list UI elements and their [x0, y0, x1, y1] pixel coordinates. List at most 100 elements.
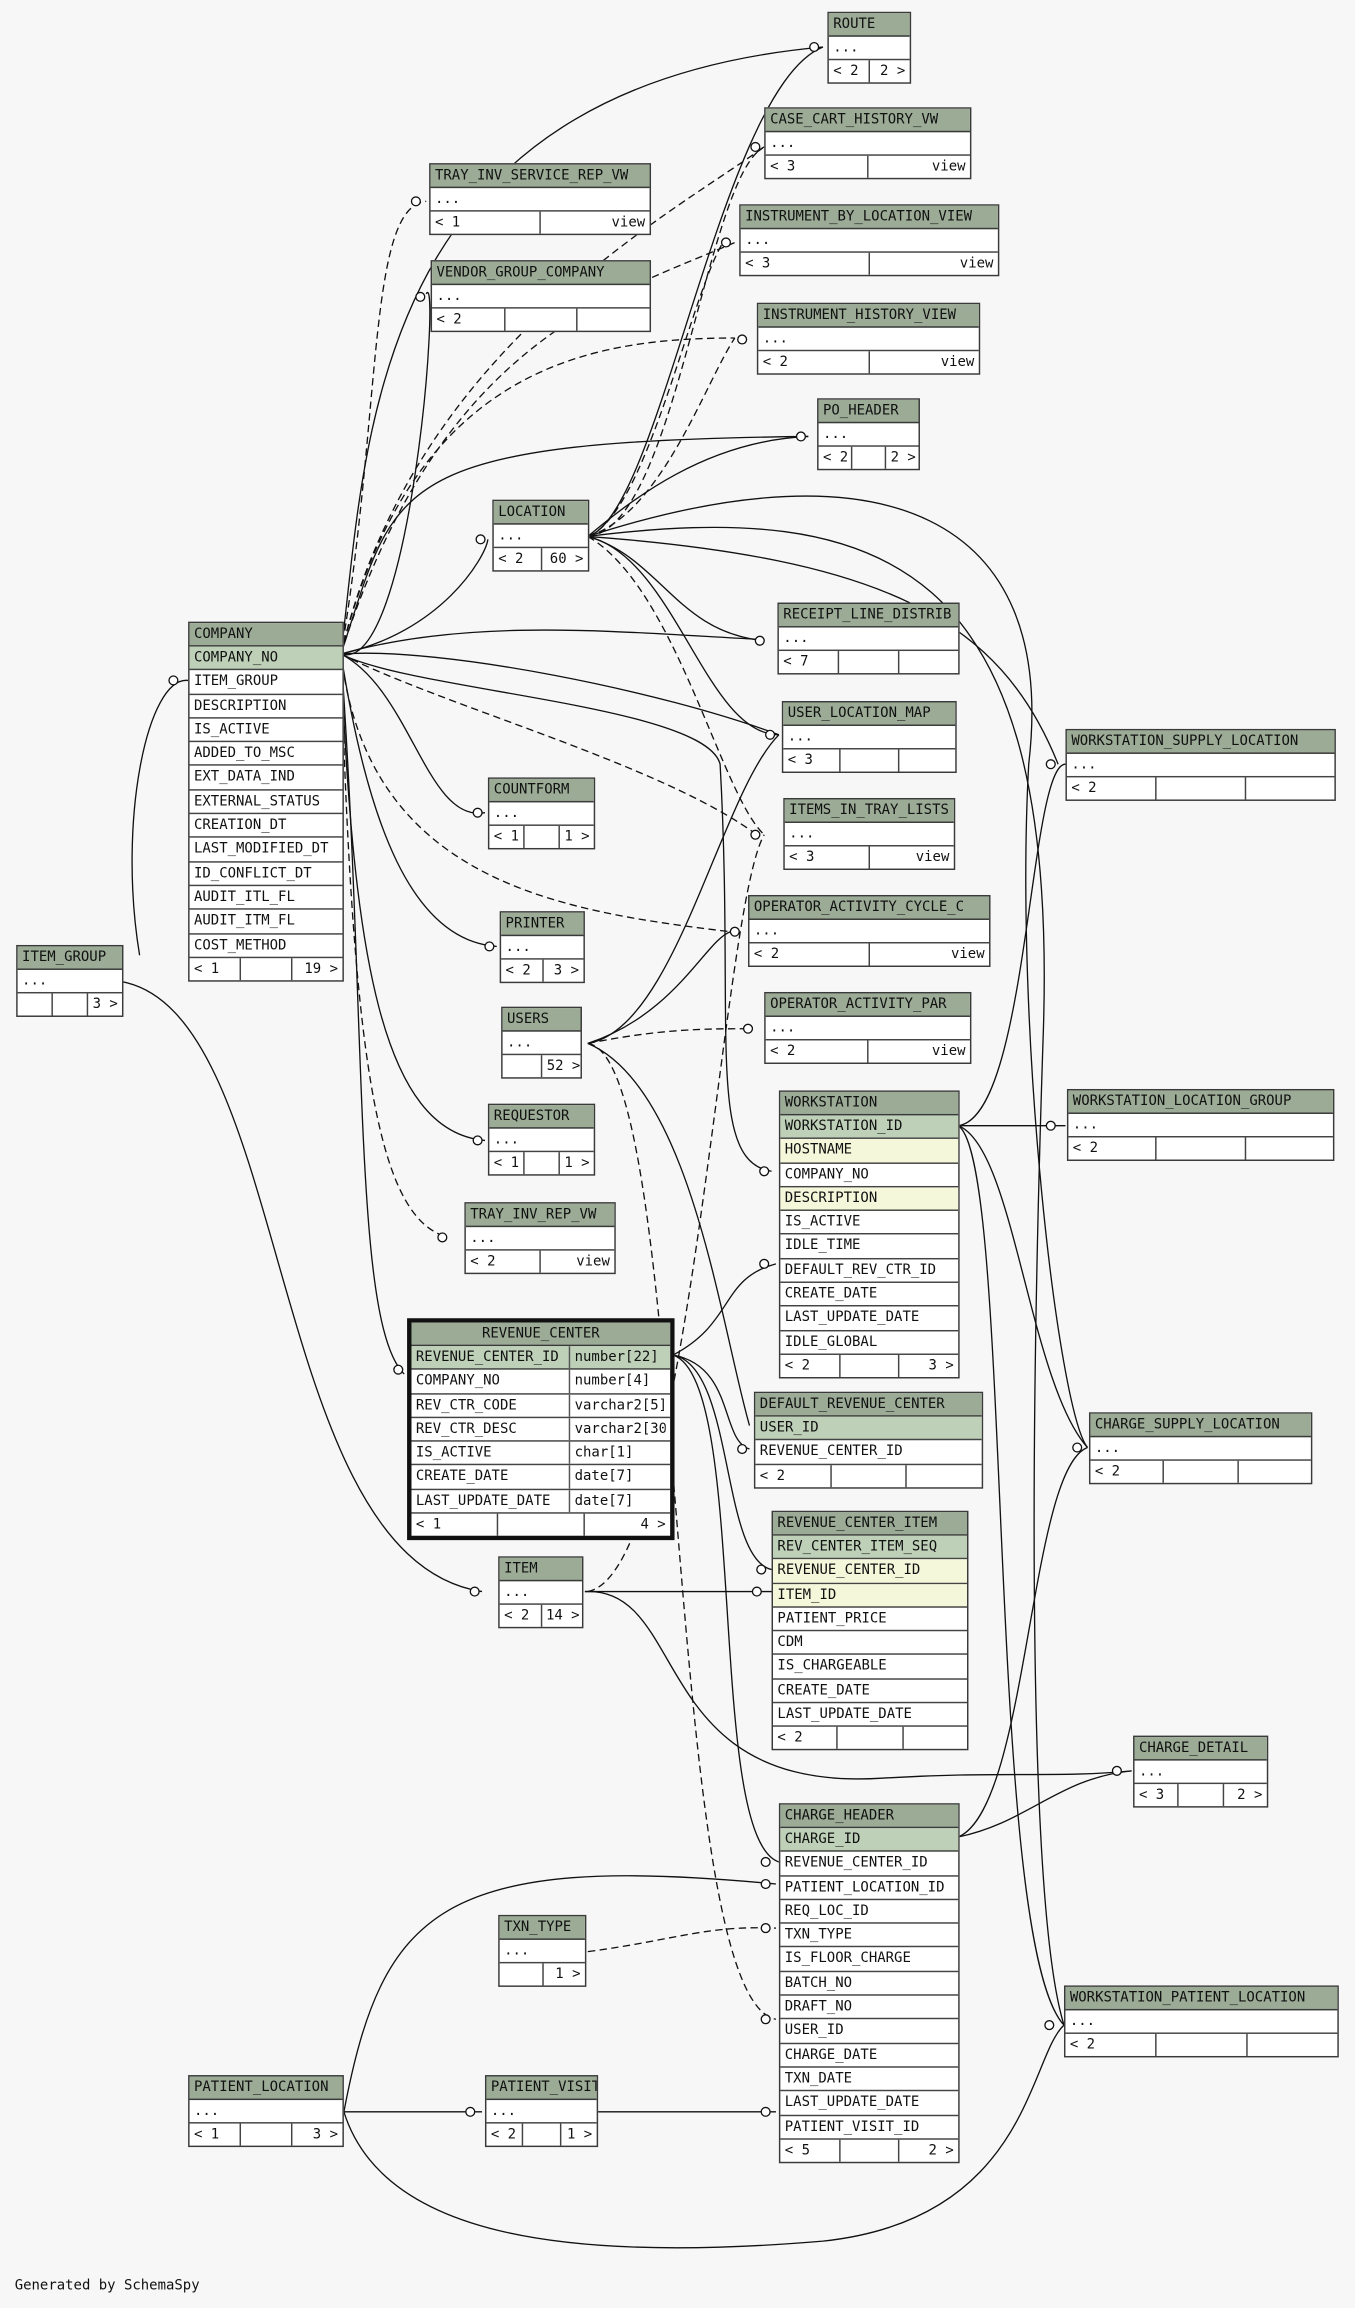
column-row[interactable]: PATIENT_PRICE [773, 1608, 967, 1632]
collapsed-columns[interactable]: ... [1090, 1437, 1311, 1462]
table-txn-type[interactable]: TXN_TYPE...1 > [498, 1914, 587, 1988]
column-row[interactable]: REQ_LOC_ID [780, 1900, 959, 1924]
collapsed-columns[interactable]: ... [1134, 1761, 1267, 1785]
column-row[interactable]: IDLE_TIME [780, 1235, 959, 1260]
column-row[interactable]: DESCRIPTION [189, 695, 343, 719]
column-row[interactable]: WORKSTATION_ID [780, 1115, 959, 1140]
column-row[interactable]: CDM [773, 1632, 967, 1656]
column-row[interactable]: COST_METHOD [189, 934, 343, 958]
collapsed-columns[interactable]: ... [765, 1017, 970, 1041]
column-row[interactable]: IS_CHARGEABLE [773, 1655, 967, 1680]
collapsed-columns[interactable]: ... [17, 970, 122, 994]
column-row[interactable]: ITEM_ID [773, 1583, 967, 1608]
column-row[interactable]: TXN_DATE [780, 2068, 959, 2092]
collapsed-columns[interactable]: ... [499, 1940, 585, 1964]
collapsed-columns[interactable]: ... [784, 823, 954, 847]
column-row[interactable]: ID_CONFLICT_DT [189, 862, 343, 887]
collapsed-columns[interactable]: ... [778, 628, 959, 652]
column-row[interactable]: CHARGE_ID [780, 1828, 959, 1853]
column-row[interactable]: LAST_UPDATE_DATE [780, 1307, 959, 1331]
column-row[interactable]: COMPANY_NO [780, 1163, 959, 1188]
column-row[interactable]: USER_ID [780, 2020, 959, 2044]
table-vendor-group-company[interactable]: VENDOR_GROUP_COMPANY...< 2 [430, 260, 652, 333]
column-row[interactable]: EXT_DATA_IND [189, 766, 343, 791]
collapsed-columns[interactable]: ... [765, 132, 970, 157]
table-workstation-supply-location[interactable]: WORKSTATION_SUPPLY_LOCATION...< 2 [1065, 728, 1336, 802]
column-row[interactable]: HOSTNAME [780, 1139, 959, 1164]
column-row[interactable]: IS_ACTIVE [780, 1211, 959, 1236]
collapsed-columns[interactable]: ... [189, 2100, 343, 2125]
collapsed-columns[interactable]: ... [465, 1227, 615, 1252]
collapsed-columns[interactable]: ... [430, 188, 650, 213]
column-row[interactable]: IS_ACTIVE [189, 718, 343, 743]
column-row[interactable]: AUDIT_ITL_FL [189, 886, 343, 911]
collapsed-columns[interactable]: ... [749, 920, 990, 944]
column-row[interactable]: PATIENT_LOCATION_ID [780, 1876, 959, 1901]
column-row[interactable]: LAST_MODIFIED_DT [189, 838, 343, 863]
column-row[interactable]: REV_CENTER_ITEM_SEQ [773, 1535, 967, 1560]
column-row[interactable]: CREATE_DATE [773, 1679, 967, 1704]
column-row[interactable]: IDLE_GLOBAL [780, 1331, 959, 1355]
collapsed-columns[interactable]: ... [740, 229, 998, 254]
collapsed-columns[interactable]: ... [502, 1032, 581, 1056]
collapsed-columns[interactable]: ... [432, 285, 650, 310]
column-row[interactable]: CREATE_DATE [780, 1283, 959, 1308]
table-receipt-line-distrib[interactable]: RECEIPT_LINE_DISTRIB...< 7 [777, 602, 960, 675]
column-row[interactable]: DEFAULT_REV_CTR_ID [780, 1259, 959, 1284]
table-users[interactable]: USERS...52 > [501, 1006, 582, 1080]
collapsed-columns[interactable]: ... [758, 328, 979, 352]
column-row[interactable]: REVENUE_CENTER_ID [773, 1559, 967, 1584]
table-user-location-map[interactable]: USER_LOCATION_MAP...< 3 [781, 700, 957, 774]
collapsed-columns[interactable]: ... [486, 2100, 597, 2125]
table-workstation-location-group[interactable]: WORKSTATION_LOCATION_GROUP...< 2 [1066, 1088, 1335, 1162]
collapsed-columns[interactable]: ... [499, 1581, 582, 1606]
column-row[interactable]: DRAFT_NO [780, 1996, 959, 2020]
column-row[interactable]: TXN_TYPE [780, 1924, 959, 1948]
column-row[interactable]: ITEM_GROUP [189, 671, 343, 695]
column-row[interactable]: LAST_UPDATE_DATE [773, 1703, 967, 1728]
column-row[interactable]: USER_ID [755, 1416, 982, 1441]
collapsed-columns[interactable]: ... [493, 525, 588, 549]
column-row[interactable]: AUDIT_ITM_FL [189, 910, 343, 935]
column-row[interactable]: REVENUE_CENTER_ID [780, 1852, 959, 1877]
collapsed-columns[interactable]: ... [1068, 1114, 1333, 1138]
collapsed-columns[interactable]: ... [828, 37, 910, 61]
collapsed-columns[interactable]: ... [489, 802, 594, 827]
column-row[interactable]: IS_FLOOR_CHARGE [780, 1948, 959, 1972]
collapsed-columns[interactable]: ... [1066, 754, 1335, 778]
collapsed-columns[interactable]: ... [818, 423, 919, 448]
column-row[interactable]: CHARGE_DATE [780, 2044, 959, 2068]
column-row[interactable]: COMPANY_NO [189, 646, 343, 671]
table-item-group[interactable]: ITEM_GROUP...3 > [16, 944, 124, 1018]
column-row[interactable]: DESCRIPTION [780, 1187, 959, 1212]
collapsed-columns[interactable]: ... [1065, 2010, 1338, 2035]
column-row[interactable]: LAST_UPDATE_DATE [780, 2092, 959, 2116]
table-workstation-patient-location[interactable]: WORKSTATION_PATIENT_LOCATION...< 2 [1063, 1985, 1339, 2058]
column-row[interactable]: PATIENT_VISIT_ID [780, 2116, 959, 2140]
